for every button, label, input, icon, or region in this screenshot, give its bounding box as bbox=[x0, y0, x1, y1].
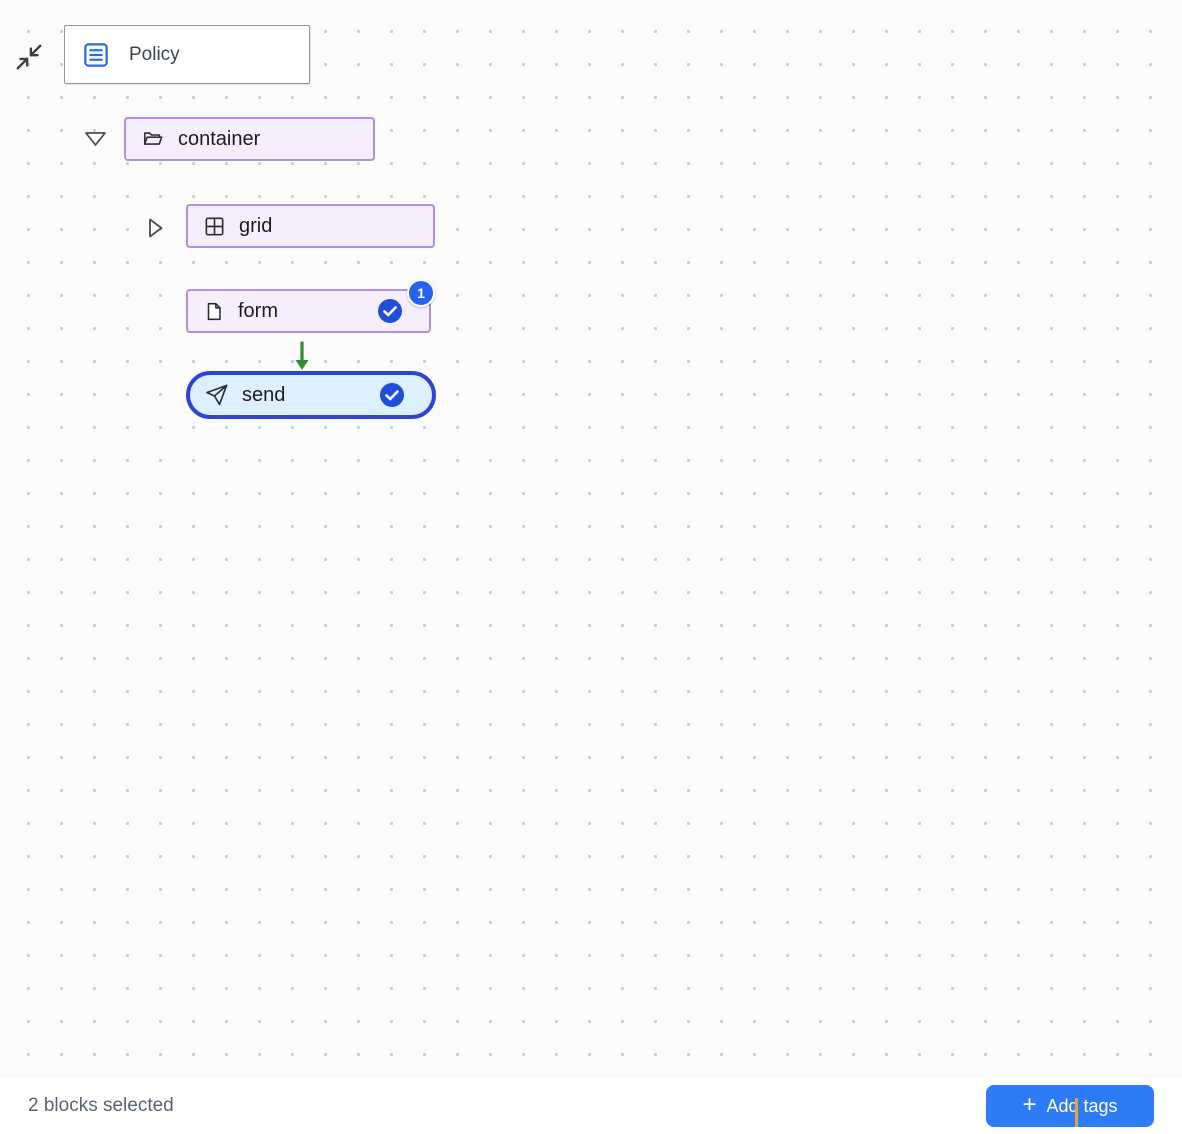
plus-icon: + bbox=[1022, 1091, 1037, 1118]
add-tags-button[interactable]: + Add tags bbox=[986, 1085, 1154, 1127]
document-lines-icon bbox=[81, 40, 111, 70]
add-tags-label: Add tags bbox=[1046, 1095, 1118, 1116]
block-node-send[interactable]: send bbox=[186, 371, 436, 419]
block-label: form bbox=[238, 299, 278, 322]
send-icon bbox=[205, 383, 229, 407]
check-circle-icon bbox=[379, 382, 405, 408]
grid-icon bbox=[203, 215, 226, 238]
check-circle-icon bbox=[377, 298, 403, 324]
policy-root-label: Policy bbox=[129, 43, 180, 65]
flow-canvas[interactable]: Policy container bbox=[0, 0, 1182, 1078]
block-node-form[interactable]: form 1 bbox=[186, 279, 435, 333]
selection-count-badge: 1 bbox=[407, 279, 435, 307]
green-down-arrow-icon bbox=[292, 341, 312, 372]
block-label: send bbox=[242, 383, 286, 406]
block-label: grid bbox=[239, 214, 273, 237]
caret-down-icon[interactable] bbox=[84, 130, 107, 148]
file-icon bbox=[203, 300, 225, 323]
footer-bar: 2 blocks selected + Add tags bbox=[0, 1078, 1182, 1134]
block-node-grid[interactable]: grid bbox=[186, 204, 435, 248]
ibeam-cursor bbox=[1075, 1098, 1078, 1127]
folder-open-icon bbox=[141, 128, 165, 150]
block-node-container[interactable]: container bbox=[124, 117, 375, 161]
policy-root-node[interactable]: Policy bbox=[64, 25, 310, 84]
caret-right-icon[interactable] bbox=[147, 217, 164, 239]
block-label: container bbox=[178, 127, 261, 150]
selection-status-text: 2 blocks selected bbox=[28, 1095, 174, 1116]
collapse-icon[interactable] bbox=[14, 42, 44, 72]
